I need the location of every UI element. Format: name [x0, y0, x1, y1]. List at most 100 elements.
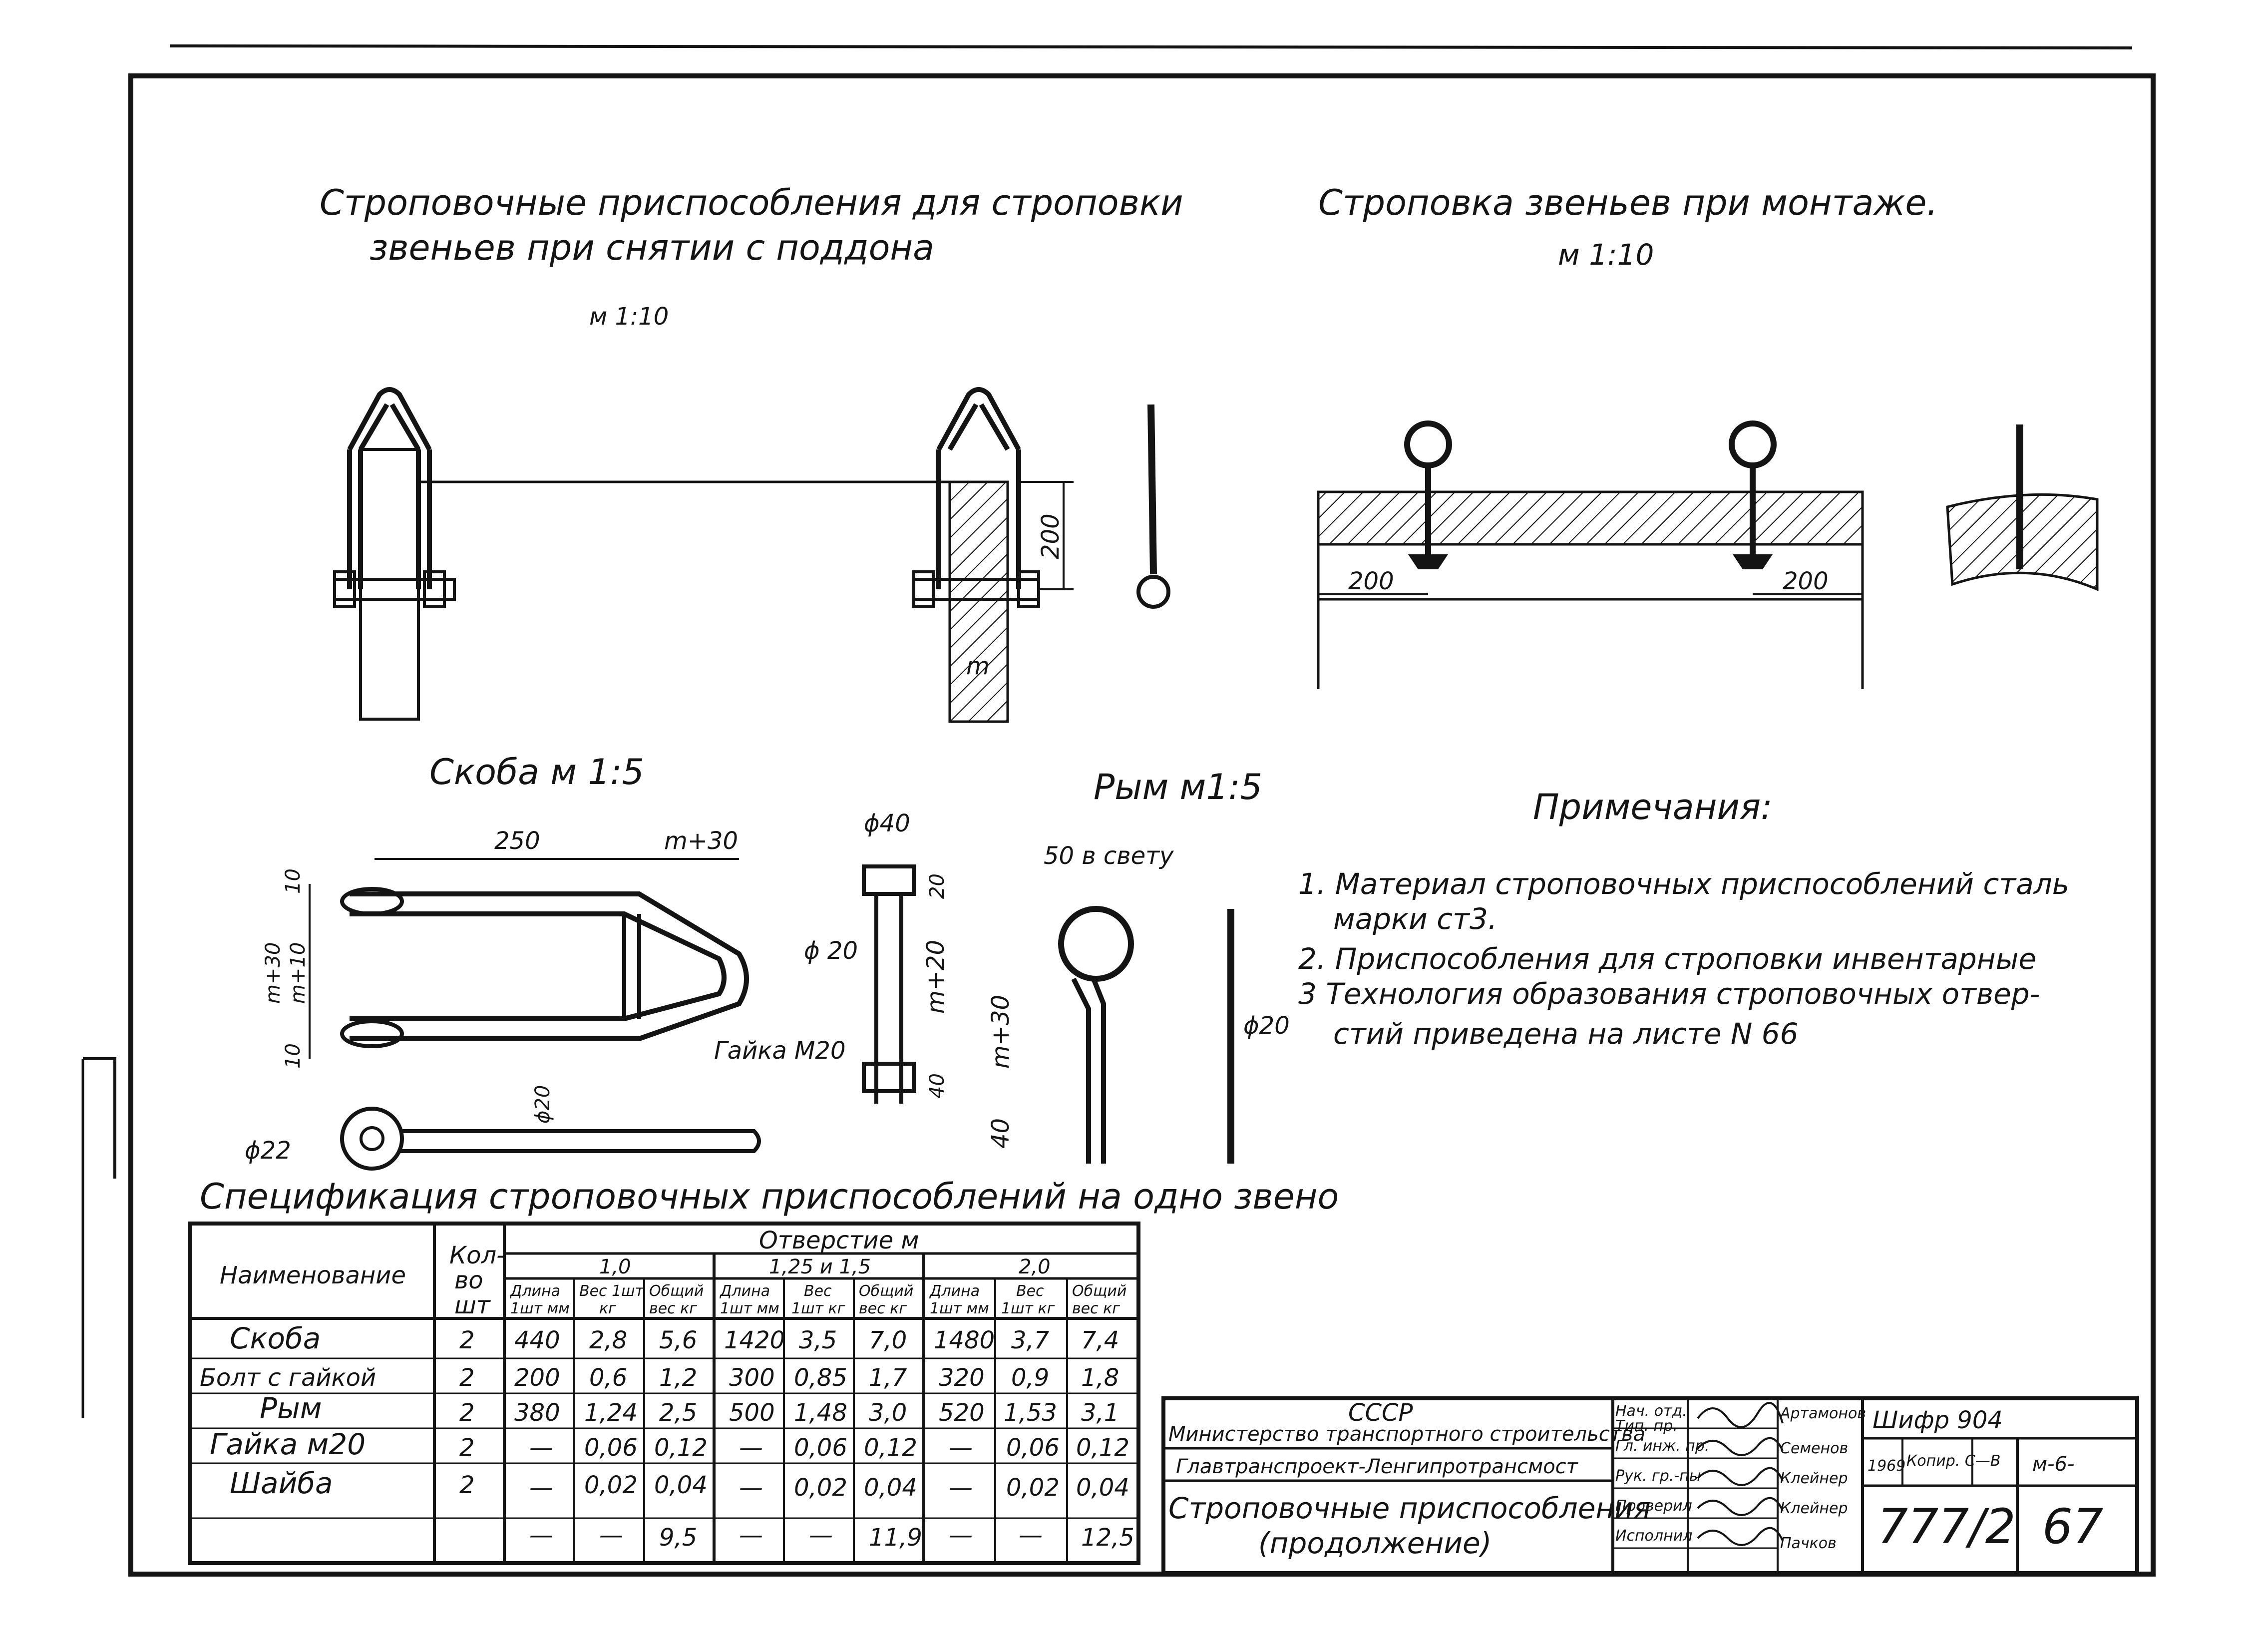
cell: 440 — [514, 1326, 560, 1354]
note-1-cont: марки ст3. — [1333, 902, 1497, 936]
spec-sub-header: вес кг — [649, 1300, 697, 1317]
table-row: Шайба 2 — 0,02 0,04 — 0,02 0,04 — 0,02 0… — [230, 1466, 1129, 1502]
cell: 0,12 — [654, 1434, 708, 1462]
dim-250-label: 250 — [494, 827, 540, 855]
spec-sub-header: Общий — [1072, 1282, 1126, 1300]
spec-sub-header: 1шт кг — [1001, 1300, 1055, 1317]
spec-sub-header: Общий — [859, 1282, 913, 1300]
rym-drawing: 50 в свету m+30 40 ϕ20 — [987, 842, 1290, 1164]
stamp-org-3: Главтранспроект-Ленгипротрансмост — [1176, 1455, 1579, 1478]
cell: — — [529, 1521, 553, 1549]
skoba-ring-hole — [360, 1126, 384, 1151]
row-qty: 2 — [459, 1471, 475, 1499]
skoba-title: Скоба м 1:5 — [429, 752, 644, 793]
signature-3 — [1697, 1467, 1784, 1486]
dim-phi20-label: ϕ20 — [1243, 1012, 1290, 1040]
dim-40-label: 40 — [987, 1118, 1015, 1149]
stamp-name: Клейнер — [1780, 1470, 1848, 1487]
rail-m-label: m — [966, 652, 990, 680]
spec-sub-header: Вес — [1016, 1282, 1044, 1300]
cell: 0,04 — [1076, 1474, 1129, 1502]
row-qty: 2 — [459, 1434, 475, 1462]
nut-left-a — [333, 570, 356, 608]
bolt-head — [862, 864, 916, 896]
rail-right-hatched — [948, 480, 1009, 723]
bolt-drawing: ϕ40 20 ϕ 20 m+20 Гайка М20 40 — [714, 810, 950, 1104]
spec-sub-header: 1шт мм — [720, 1300, 779, 1317]
cell: 200 — [514, 1364, 560, 1392]
table-row: — — 9,5 — — 11,9 — — 12,5 — [529, 1521, 1134, 1552]
cell: 0,02 — [584, 1471, 638, 1499]
cell: 9,5 — [659, 1524, 697, 1552]
spec-sub-header: вес кг — [859, 1300, 907, 1317]
dim-phi40-label: ϕ40 — [864, 810, 910, 837]
install-sling-view: 200 200 — [1317, 420, 2099, 689]
cell: 5,6 — [659, 1326, 697, 1354]
bolt-nut — [862, 1062, 916, 1093]
cell: 0,06 — [1006, 1434, 1060, 1462]
cell: 320 — [939, 1364, 985, 1392]
cell: 0,85 — [794, 1364, 847, 1392]
wing-nut-right — [1733, 554, 1773, 569]
note-1: 1. Материал строповочных приспособлений … — [1298, 867, 2069, 901]
pin-shank — [1147, 404, 1157, 575]
cell: 0,04 — [864, 1474, 917, 1502]
nut-right-a — [912, 570, 935, 608]
title-right-line1: Строповка звеньев при монтаже. — [1318, 182, 1938, 223]
skoba-ring — [340, 1107, 404, 1171]
stamp-role: Рук. гр.-пы — [1615, 1467, 1701, 1485]
cell: 11,9 — [869, 1524, 922, 1552]
table-row: Гайка м20 2 — 0,06 0,12 — 0,06 0,12 — 0,… — [210, 1427, 1129, 1462]
rym-shank — [1071, 977, 1106, 1164]
stamp-role: Исполнил — [1615, 1527, 1692, 1545]
cell: 3,5 — [799, 1326, 837, 1354]
dim-200-label: 200 — [1037, 513, 1065, 559]
dim-m20-label: m+20 — [922, 940, 950, 1014]
stamp-role: Нач. отд. — [1615, 1402, 1687, 1420]
spec-sub-header: Длина — [719, 1282, 770, 1300]
title-left-line1: Строповочные приспособления для строповк… — [320, 182, 1183, 223]
spec-sub-header: Общий — [649, 1282, 704, 1300]
spec-group-2: 1,25 и 1,5 — [769, 1255, 871, 1278]
note-2: 2. Приспособления для строповки инвентар… — [1298, 942, 2036, 976]
cell: 1,24 — [584, 1399, 638, 1427]
cell: 1420 — [724, 1326, 785, 1354]
rym-title: Рым м1:5 — [1094, 767, 1262, 808]
stamp-cipher: Шифр 904 — [1872, 1406, 2003, 1434]
spec-group-3: 2,0 — [1019, 1255, 1051, 1278]
dim-m10-side-label: m+10 — [287, 942, 310, 1004]
pin-eye — [1136, 575, 1170, 609]
cell: 0,06 — [584, 1434, 638, 1462]
cell: — — [1019, 1521, 1043, 1549]
dim-phi22-label: ϕ22 — [245, 1137, 291, 1165]
cell: 0,02 — [1006, 1474, 1060, 1502]
shackle-right — [936, 387, 1021, 589]
stamp-name: Пачков — [1780, 1535, 1837, 1552]
cell: — — [949, 1521, 973, 1549]
eye-bolt-right-ring — [1729, 420, 1777, 468]
spec-sub-header: Длина — [509, 1282, 560, 1300]
cell: — — [949, 1474, 973, 1502]
cell: — — [529, 1434, 553, 1462]
table-row: Рым 2 380 1,24 2,5 500 1,48 3,0 520 1,53… — [260, 1391, 1119, 1427]
clear-label: 50 в свету — [1044, 842, 1174, 870]
cell: 0,12 — [864, 1434, 917, 1462]
spec-sub-header: Длина — [929, 1282, 980, 1300]
row-name: Скоба — [230, 1321, 321, 1355]
table-row: Болт с гайкой 2 200 0,6 1,2 300 0,85 1,7… — [200, 1364, 1119, 1392]
dim-phi20-label: ϕ20 — [531, 1085, 554, 1124]
stamp-year: 1969 — [1868, 1457, 1905, 1475]
cell: 1,8 — [1081, 1364, 1119, 1392]
spec-group-header: Отверстие м — [759, 1227, 919, 1254]
cell: 3,0 — [869, 1399, 907, 1427]
bolt-left — [333, 578, 456, 601]
spec-sub-header: 1шт кг — [791, 1300, 845, 1317]
spec-sub-header: Вес 1шт — [579, 1282, 645, 1300]
spec-sub-header: Вес — [804, 1282, 832, 1300]
cell: 1480 — [934, 1326, 995, 1354]
cell: 500 — [729, 1399, 775, 1427]
dim-10-top-label: 10 — [282, 868, 305, 894]
note-3: 3 Технология образования строповочных от… — [1298, 977, 2040, 1011]
signature-5 — [1697, 1527, 1784, 1546]
